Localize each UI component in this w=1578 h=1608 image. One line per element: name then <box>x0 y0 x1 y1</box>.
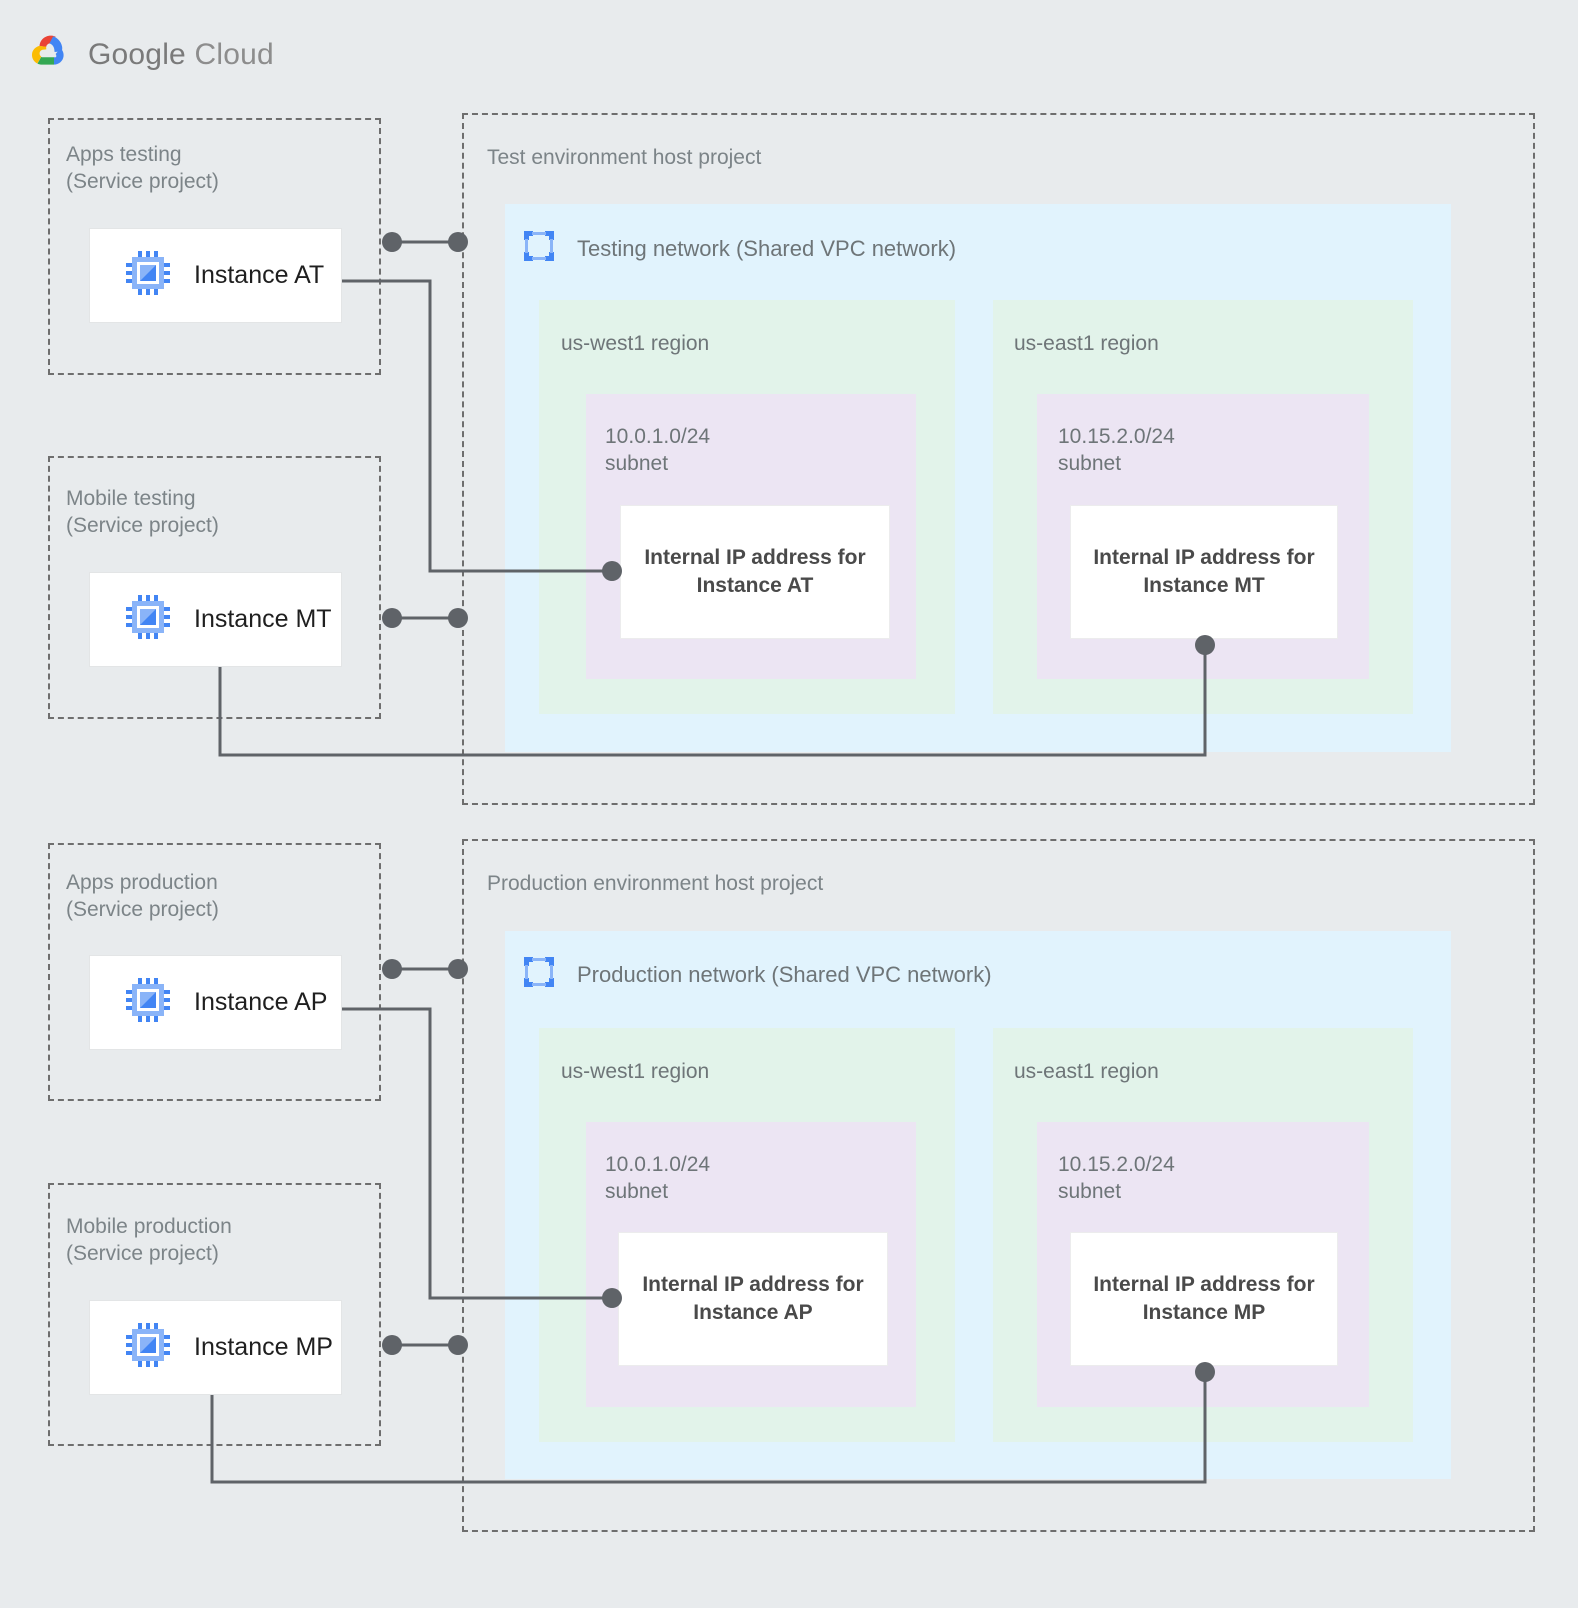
subnet-test-us-west1-label: 10.0.1.0/24 subnet <box>605 425 711 475</box>
connector-apps-testing-attachment <box>382 232 468 252</box>
google-cloud-logo: Google Cloud <box>30 33 274 76</box>
service-project-mobile-production-label: Mobile production (Service project) <box>66 1215 232 1265</box>
host-project-test-environment-label: Test environment host project <box>487 146 762 169</box>
region-test-us-west1-label: us-west1 region <box>561 332 710 355</box>
shared-vpc-network-testing-header: Testing network (Shared VPC network) <box>521 228 956 269</box>
brand-name-google: Google <box>88 37 186 71</box>
ip-card-instance-mp: Internal IP address for Instance MP <box>1070 1232 1338 1366</box>
google-cloud-logo-icon <box>30 33 74 76</box>
shared-vpc-network-production-title: Production network (Shared VPC network) <box>577 961 992 987</box>
service-project-apps-testing <box>48 118 381 375</box>
region-test-us-east1-label: us-east1 region <box>1014 332 1159 355</box>
region-prod-us-west1-label: us-west1 region <box>561 1060 710 1083</box>
instance-name-mp: Instance MP <box>194 1333 333 1361</box>
host-project-production-environment-label: Production environment host project <box>487 872 824 895</box>
service-project-apps-testing-label: Apps testing (Service project) <box>66 143 219 193</box>
ip-card-instance-ap-text: Internal IP address for Instance AP <box>642 1273 864 1324</box>
service-project-mobile-testing <box>48 456 381 719</box>
vpc-network-icon <box>521 228 557 269</box>
subnet-prod-us-east1-label: 10.15.2.0/24 subnet <box>1058 1153 1175 1203</box>
shared-vpc-network-testing-title: Testing network (Shared VPC network) <box>577 235 957 261</box>
instance-card-mobile-production[interactable]: Instance MP <box>89 1300 342 1395</box>
instance-name-ap: Instance AP <box>194 988 328 1016</box>
instance-name-at: Instance AT <box>194 261 325 289</box>
connector-mobile-testing-attachment <box>382 608 468 628</box>
connector-mobile-production-attachment <box>382 1335 468 1355</box>
ip-card-instance-mp-text: Internal IP address for Instance MP <box>1093 1273 1315 1324</box>
compute-instance-chip-icon <box>124 976 172 1029</box>
compute-instance-chip-icon <box>124 1321 172 1374</box>
ip-card-instance-mt: Internal IP address for Instance MT <box>1070 505 1338 639</box>
brand-name-cloud: Cloud <box>194 37 274 71</box>
ip-card-instance-at-text: Internal IP address for Instance AT <box>644 546 866 597</box>
instance-name-mt: Instance MT <box>194 605 332 633</box>
ip-card-instance-ap: Internal IP address for Instance AP <box>618 1232 888 1366</box>
compute-instance-chip-icon <box>124 249 172 302</box>
region-prod-us-east1-label: us-east1 region <box>1014 1060 1159 1083</box>
ip-card-instance-mt-text: Internal IP address for Instance MT <box>1093 546 1315 597</box>
subnet-test-us-east1-label: 10.15.2.0/24 subnet <box>1058 425 1175 475</box>
service-project-mobile-testing-label: Mobile testing (Service project) <box>66 487 219 537</box>
subnet-prod-us-west1-label: 10.0.1.0/24 subnet <box>605 1153 711 1203</box>
instance-card-mobile-testing[interactable]: Instance MT <box>89 572 342 667</box>
connector-apps-production-attachment <box>382 959 468 979</box>
service-project-apps-production-label: Apps production (Service project) <box>66 871 219 921</box>
ip-card-instance-at: Internal IP address for Instance AT <box>620 505 890 639</box>
instance-card-apps-testing[interactable]: Instance AT <box>89 228 342 323</box>
service-project-apps-production <box>48 843 381 1101</box>
shared-vpc-network-production-header: Production network (Shared VPC network) <box>521 954 992 995</box>
compute-instance-chip-icon <box>124 593 172 646</box>
brand-name: Google Cloud <box>88 38 274 72</box>
vpc-network-icon <box>521 954 557 995</box>
instance-card-apps-production[interactable]: Instance AP <box>89 955 342 1050</box>
